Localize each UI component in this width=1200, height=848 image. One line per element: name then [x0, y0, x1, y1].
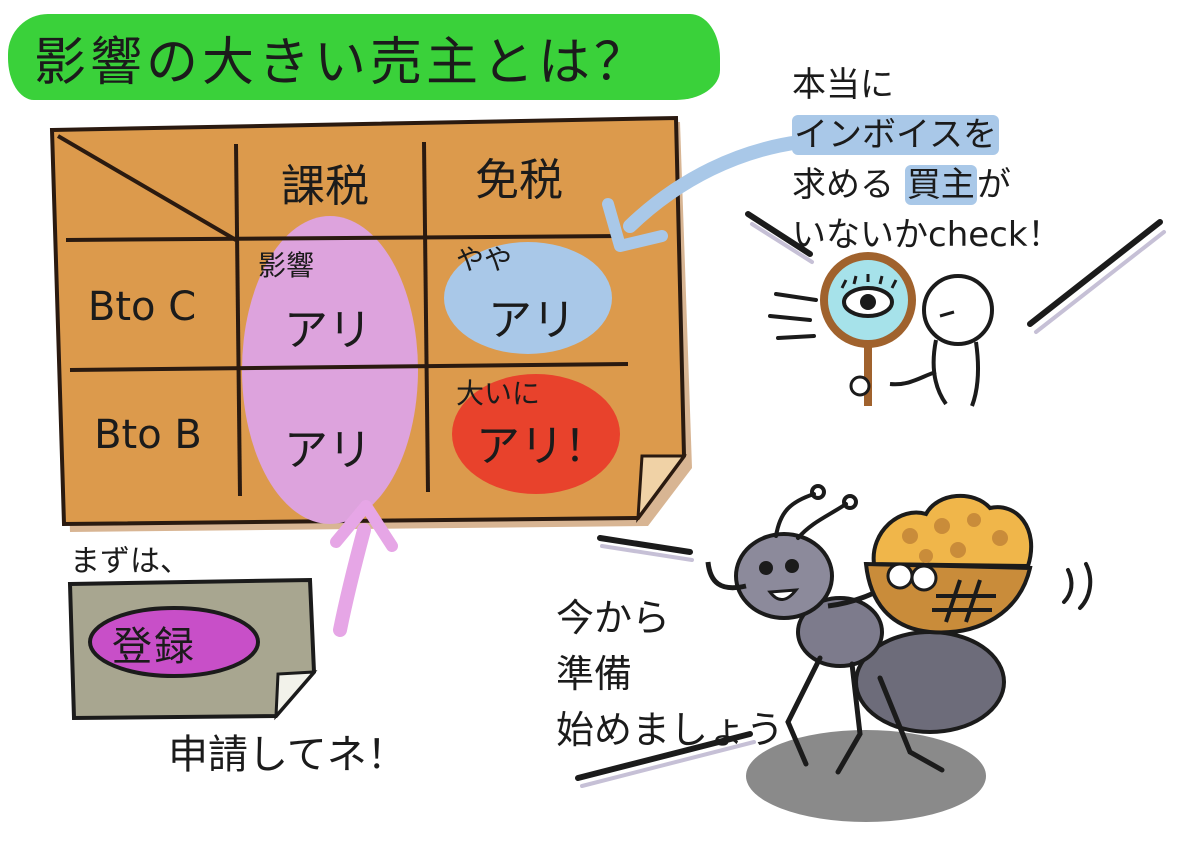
cell-b2c-taxed-top: 影響	[258, 249, 315, 282]
cell-b2b-exempt-main: アリ！	[476, 421, 608, 472]
check-note: 本当に インボイスを 求める 買主が いないかcheck！	[792, 60, 1062, 260]
registration-note	[67, 577, 318, 721]
check-note-line1: 本当に	[792, 65, 894, 105]
blue-oval	[444, 242, 612, 354]
col-header-exempt: 免税	[475, 155, 563, 206]
check-note-line2-text: インボイスを	[792, 115, 999, 155]
grid-lines	[56, 134, 629, 497]
pink-arrow-icon	[330, 500, 398, 637]
title-highlight	[8, 14, 720, 100]
emphasis-lines	[745, 211, 1163, 327]
ant-note: 今から 準備 始めましょう	[556, 590, 784, 758]
sheet-corner	[636, 454, 687, 523]
grain-pile	[871, 494, 1034, 569]
registration-label: 登録	[112, 624, 196, 670]
pink-oval	[242, 216, 418, 524]
cell-b2c-exempt-top: やや	[456, 243, 513, 276]
emphasis-shadow	[750, 222, 1166, 334]
cell-b2b-taxed-main: アリ	[284, 425, 372, 476]
row-header-b2c: Bto C	[87, 284, 197, 330]
row-header-b2b: Bto B	[94, 412, 202, 458]
cell-b2b-exempt-top: 大いに	[456, 377, 541, 410]
ant-note-line1: 今から	[556, 596, 671, 640]
matrix-sheet	[49, 115, 692, 532]
col-header-taxed: 課税	[281, 161, 369, 212]
ant-antennae	[774, 492, 848, 540]
apply-label: 申請してネ！	[168, 732, 407, 778]
check-note-line3-c: が	[976, 165, 1011, 205]
ant-thorax	[796, 596, 884, 668]
ant-illustration	[575, 484, 1093, 822]
motion-lines	[575, 535, 753, 781]
check-note-line3: 求める 買主が	[792, 160, 1062, 210]
ant-head	[734, 532, 834, 620]
cell-b2c-exempt-main: アリ	[488, 295, 576, 346]
check-note-line3-b: 買主	[904, 165, 977, 205]
ant-shadow	[746, 730, 986, 822]
person-head	[922, 274, 994, 346]
page-title: 影響の大きい売主とは？	[34, 33, 651, 93]
cell-b2c-taxed-main: アリ	[284, 305, 372, 356]
sparkle-lines	[768, 292, 818, 340]
blue-arrow-icon	[602, 135, 807, 252]
magnifier-character	[745, 211, 1166, 407]
check-note-line2: インボイスを	[792, 110, 1062, 160]
first-step-label: まずは、	[70, 544, 190, 579]
check-note-line3-a: 求める	[792, 165, 894, 205]
ant-note-line2: 準備	[556, 652, 633, 696]
check-note-line4: いないかcheck！	[792, 215, 1062, 255]
red-oval	[452, 374, 620, 494]
